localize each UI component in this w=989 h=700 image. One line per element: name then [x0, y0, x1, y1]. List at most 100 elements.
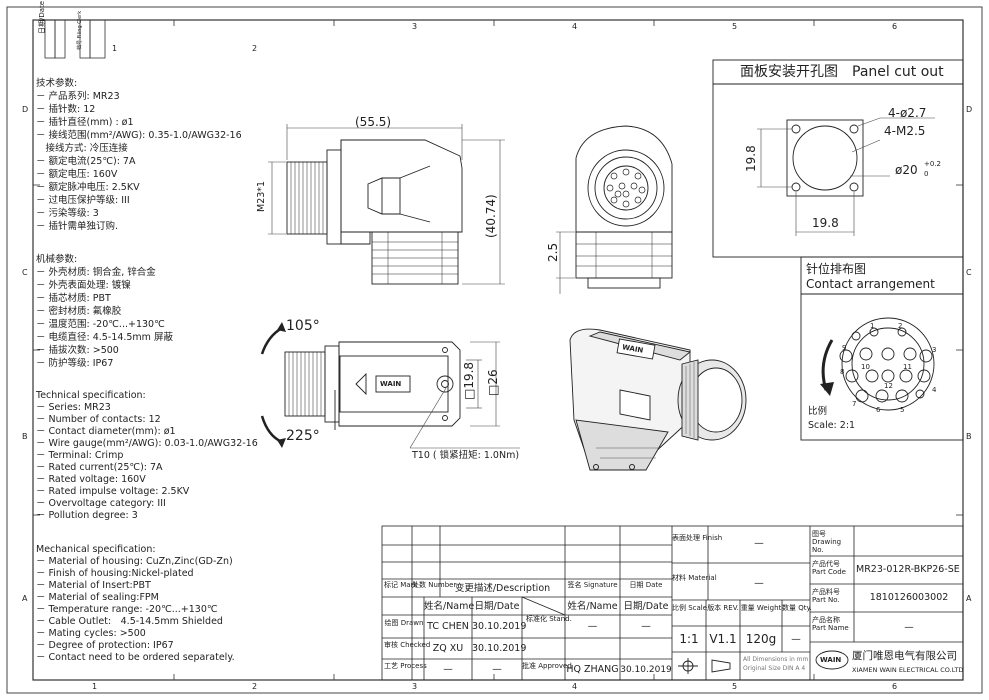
company-name-en: XIAMEN WAIN ELECTRICAL CO.LTD — [852, 666, 964, 674]
row-letter-right-d: D — [966, 105, 973, 114]
tb-finish-value: — — [754, 538, 764, 549]
dim-square-26: □26 — [486, 369, 500, 396]
mech-cn-line: － 插芯材质: PBT — [36, 293, 111, 304]
contact-number-3: 3 — [932, 346, 937, 354]
tb-drawn-name: TC CHEN — [427, 621, 469, 632]
mech-en-line: － Material of sealing:FPM — [36, 592, 159, 603]
row-letter-c: C — [22, 268, 28, 277]
col-number-bottom-1: 1 — [92, 682, 98, 691]
tb-scale-value: 1:1 — [679, 632, 699, 646]
corner-date-label: 日期/Date — [38, 0, 46, 34]
tb-process-label: 工艺 Process — [384, 662, 427, 670]
mech-cn-line: － 电缆直径: 4.5-14.5mm 屏蔽 — [36, 332, 173, 343]
specs-en-line: － Rated voltage: 160V — [36, 474, 146, 485]
mech-cn-line: － 外壳材质: 铜合金, 锌合金 — [36, 267, 156, 278]
mech-en-line: － Cable Outlet: 4.5-14.5mm Shielded — [36, 616, 223, 627]
dim-flange-2-5: 2.5 — [546, 242, 560, 262]
contact-number-9: 9 — [842, 344, 847, 352]
scale-label-cn: 比例 — [808, 406, 828, 417]
mech-en-line: － Contact need to be ordered separately. — [36, 652, 235, 663]
tb-qty-value: — — [791, 634, 801, 645]
torque-note: T10 ( 锁紧扭矩: 1.0Nm) — [412, 450, 520, 461]
col-number-bottom-2: 2 — [252, 682, 258, 691]
specs-cn-line: － 接线范围(mm²/AWG): 0.35-1.0/AWG32-16 — [36, 130, 242, 141]
tb-date-label: 日期 Date — [629, 581, 663, 589]
contact-number-4: 4 — [932, 386, 937, 394]
tb-scale-label: 比例 Scale — [672, 604, 708, 612]
tb-description-label: 变更描述/Description — [454, 583, 551, 594]
specs-en-line: － Contact diameter(mm): ø1 — [36, 426, 176, 437]
tb-finish-label: 表面处理 Finish — [672, 534, 723, 542]
tb-signature-label: 签名 Signature — [567, 581, 618, 589]
tb-part-no-value: 1810126003002 — [869, 592, 949, 603]
contact-number-2: 2 — [898, 322, 903, 330]
mech-en-line: － Degree of protection: IP67 — [36, 640, 174, 651]
tb-process-name: — — [443, 664, 453, 675]
tb-stand-label: 标准化 Stand. — [526, 615, 572, 623]
projection-symbol-icon — [676, 659, 700, 675]
tb-mark-label: 标记 Mark — [384, 581, 418, 589]
mech-cn-line: － 外壳表面处理: 镀镍 — [36, 280, 131, 291]
panel-diameter: ø20 — [895, 163, 918, 177]
tb-part-name-label: 产品名称 Part Name — [812, 616, 849, 632]
specs-cn-line: － 额定电流(25℃): 7A — [36, 156, 136, 167]
specs-en-line: － Terminal: Crimp — [36, 450, 124, 461]
tb-checked-date: 30.10.2019 — [472, 643, 527, 654]
tb-dimension-note: All Dimensions in mm Original Size DIN A… — [743, 656, 809, 672]
rotation-angle-105: 105° — [286, 318, 320, 334]
mech-cn-line: － 插拔次数: >500 — [36, 345, 119, 356]
brand-mark-top-view: WAIN — [380, 380, 402, 388]
dim-height-40-74: (40.74) — [484, 194, 498, 238]
col-number-bottom-4: 4 — [572, 682, 578, 691]
tb-weight-value: 120g — [745, 632, 777, 646]
contact-number-10: 10 — [861, 363, 870, 371]
specs-cn-line: 接线方式: 冷压连接 — [36, 143, 128, 154]
specs-cn-line: － 额定电压: 160V — [36, 169, 118, 180]
tb-part-name-value: — — [904, 622, 914, 633]
tb-name3-label: 姓名/Name — [567, 601, 618, 612]
mech-en-line: － Temperature range: -20℃...+130℃ — [36, 604, 218, 615]
contact-number-6: 6 — [876, 406, 881, 414]
row-letter-d: D — [22, 105, 29, 114]
contact-number-7: 7 — [852, 400, 857, 408]
mech-cn-line: － 密封材质: 氟橡胶 — [36, 306, 122, 317]
specs-cn-line: － 过电压保护等级: III — [36, 195, 130, 206]
row-letter-right-c: C — [966, 268, 972, 277]
mech-cn-line: － 温度范围: -20℃...+130℃ — [36, 319, 165, 330]
dim-square-19-8: □19.8 — [462, 361, 476, 400]
panel-cutout-title: 面板安装开孔图 Panel cut out — [740, 64, 944, 80]
specs-en-line: － Wire gauge(mm²/AWG): 0.03-1.0/AWG32-16 — [36, 438, 258, 449]
tb-date2-label: 日期/Date — [474, 601, 520, 612]
dim-length-55-5: (55.5) — [355, 115, 392, 129]
specs-cn-header: 技术参数: — [36, 78, 78, 89]
contact-number-1: 1 — [870, 322, 875, 330]
col-number-5: 5 — [732, 22, 738, 31]
tb-checked-name: ZQ XU — [432, 643, 464, 654]
row-letter-right-b: B — [966, 432, 972, 441]
tb-weight-label: 重量 Weight — [740, 604, 782, 612]
specs-cn-line: － 插针数: 12 — [36, 104, 96, 115]
corner-filing-label: 档号 Filing Clerk — [77, 10, 83, 50]
rotation-angle-225: 225° — [286, 428, 320, 444]
contact-arrangement-title-en: Contact arrangement — [806, 277, 935, 291]
col-number-1: 1 — [112, 44, 118, 53]
col-number-4: 4 — [572, 22, 578, 31]
specs-en-line: － Series: MR23 — [36, 402, 111, 413]
tb-process-date: — — [492, 664, 502, 675]
tb-drawn-date: 30.10.2019 — [472, 621, 527, 632]
panel-hole-note: 4-ø2.7 — [888, 106, 927, 120]
specs-en-line: － Rated impulse voltage: 2.5KV — [36, 486, 190, 497]
tb-date3-label: 日期/Date — [623, 601, 669, 612]
tb-drawn-label: 绘图 Drawn — [384, 619, 424, 627]
mech-en-line: － Material of housing: CuZn,Zinc(GD-Zn) — [36, 556, 233, 567]
col-number-bottom-5: 5 — [732, 682, 738, 691]
panel-diameter-tol-lower: 0 — [924, 170, 929, 178]
tb-qty-label: 数量 Qty. — [782, 604, 812, 612]
tb-stand-date: — — [641, 621, 651, 632]
mech-en-header: Mechanical specification: — [36, 544, 156, 555]
specs-cn-line: － 插针需单独订购. — [36, 221, 119, 232]
row-letter-b: B — [22, 432, 28, 441]
row-letter-right-a: A — [966, 594, 972, 603]
